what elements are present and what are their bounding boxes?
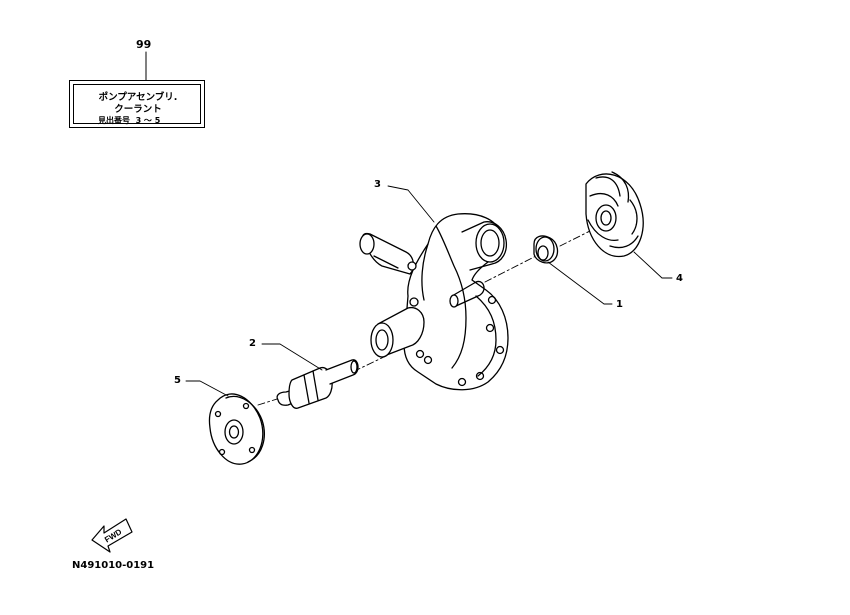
callout-part-4: 4	[676, 273, 683, 284]
callout-part-2: 2	[249, 338, 256, 349]
index-label: 見出番号	[98, 116, 130, 125]
reference-box-inner: ポンプアセンブリ. クーラント 見出番号 3 ～ 5	[73, 84, 201, 126]
assembly-name-line-1: ポンプアセンブリ.	[98, 92, 178, 103]
part-2-shaft	[276, 359, 359, 409]
callout-part-1: 1	[616, 299, 623, 310]
callout-part-5: 5	[174, 375, 181, 386]
part-3-pump-housing	[359, 213, 509, 391]
index-reference: 見出番号 3 ～ 5	[98, 115, 160, 126]
callout-leader-lines	[185, 185, 673, 397]
fwd-arrow-icon: FWD	[91, 518, 133, 553]
part-1-oil-seal	[533, 235, 559, 264]
part-5-flange	[208, 393, 265, 465]
assembly-name-line-2: クーラント	[114, 104, 162, 115]
illustration-code: N491010-0191	[72, 560, 155, 571]
part-4-impeller	[585, 171, 644, 258]
reference-number: 99	[136, 38, 152, 51]
index-range: 3 ～ 5	[135, 116, 161, 125]
reference-box: ポンプアセンブリ. クーラント 見出番号 3 ～ 5	[69, 80, 205, 128]
callout-part-3: 3	[374, 179, 381, 190]
